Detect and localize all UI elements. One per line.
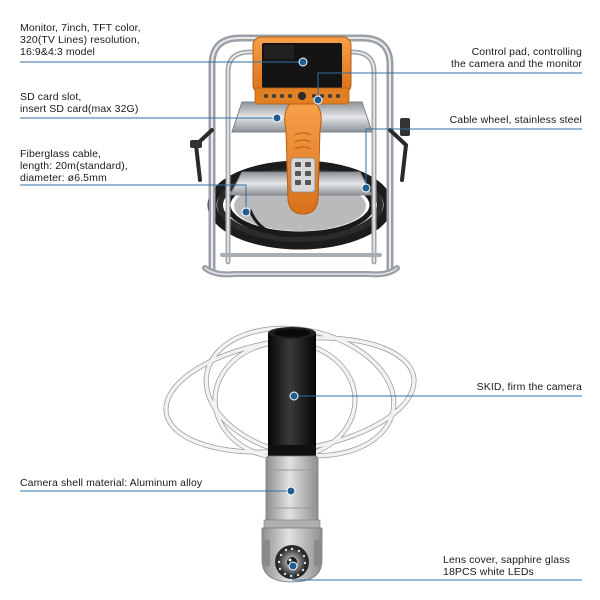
leader-lens-cover <box>292 566 582 581</box>
monitor <box>252 36 352 105</box>
callout-skid: SKID, firm the camera <box>477 381 582 393</box>
callout-sd-card-line-2: insert SD card(max 32G) <box>20 103 139 115</box>
cable-exit <box>248 209 301 238</box>
callout-control-pad-line-1: Control pad, controlling <box>471 46 582 58</box>
callout-monitor-line-1: Monitor, 7inch, TFT color, <box>20 22 141 34</box>
cable-reel-assembly <box>190 34 410 278</box>
callout-fiberglass-cable: Fiberglass cable, length: 20m(standard),… <box>20 148 128 184</box>
dot-control-pad <box>313 95 323 105</box>
callout-leaders <box>20 61 582 581</box>
callout-sd-card: SD card slot, insert SD card(max 32G) <box>20 91 138 115</box>
leader-fiberglass-cable <box>20 184 247 212</box>
camera-skid-assembly <box>163 325 417 583</box>
dot-monitor <box>298 57 308 67</box>
joystick-icon <box>298 92 306 100</box>
side-hook-right <box>388 118 410 182</box>
callout-fiberglass-cable-line-2: length: 20m(standard), <box>20 160 128 172</box>
dot-skid <box>289 391 299 401</box>
callout-monitor-line-2: 320(TV Lines) resolution, <box>20 34 140 46</box>
dot-fiberglass-cable <box>241 207 251 217</box>
dot-lens-cover <box>288 561 298 571</box>
led-ring <box>277 547 307 578</box>
callout-fiberglass-cable-line-3: diameter: ø6.5mm <box>20 172 107 184</box>
callout-control-pad-line-2: the camera and the monitor <box>450 58 582 70</box>
callout-control-pad: Control pad, controlling the camera and … <box>451 46 582 70</box>
callout-cable-wheel-line-1: Cable wheel, stainless steel <box>449 114 582 126</box>
callout-sd-card-line-1: SD card slot, <box>20 91 82 103</box>
leader-cable-wheel <box>365 128 582 188</box>
side-hook-left <box>190 128 214 182</box>
callout-camera-shell-line-1: Camera shell material: Aluminum alloy <box>20 477 203 489</box>
callout-monitor-line-3: 16:9&4:3 model <box>20 46 95 58</box>
callout-lens-cover-line-1: Lens cover, sapphire glass <box>443 554 570 566</box>
callout-lens-cover-line-2: 18PCS white LEDs <box>443 566 534 578</box>
callout-skid-line-1: SKID, firm the camera <box>476 381 582 393</box>
callout-dots <box>241 57 371 571</box>
leader-control-pad <box>317 72 582 100</box>
callout-monitor: Monitor, 7inch, TFT color, 320(TV Lines)… <box>20 22 141 58</box>
control-handle <box>284 103 322 215</box>
callout-fiberglass-cable-line-1: Fiberglass cable, <box>20 148 102 160</box>
dot-cable-wheel <box>361 183 371 193</box>
callout-camera-shell: Camera shell material: Aluminum alloy <box>20 477 202 489</box>
callout-cable-wheel: Cable wheel, stainless steel <box>450 114 582 126</box>
dot-camera-shell <box>286 486 296 496</box>
dot-sd-card <box>272 113 282 123</box>
callout-lens-cover: Lens cover, sapphire glass 18PCS white L… <box>443 554 570 578</box>
